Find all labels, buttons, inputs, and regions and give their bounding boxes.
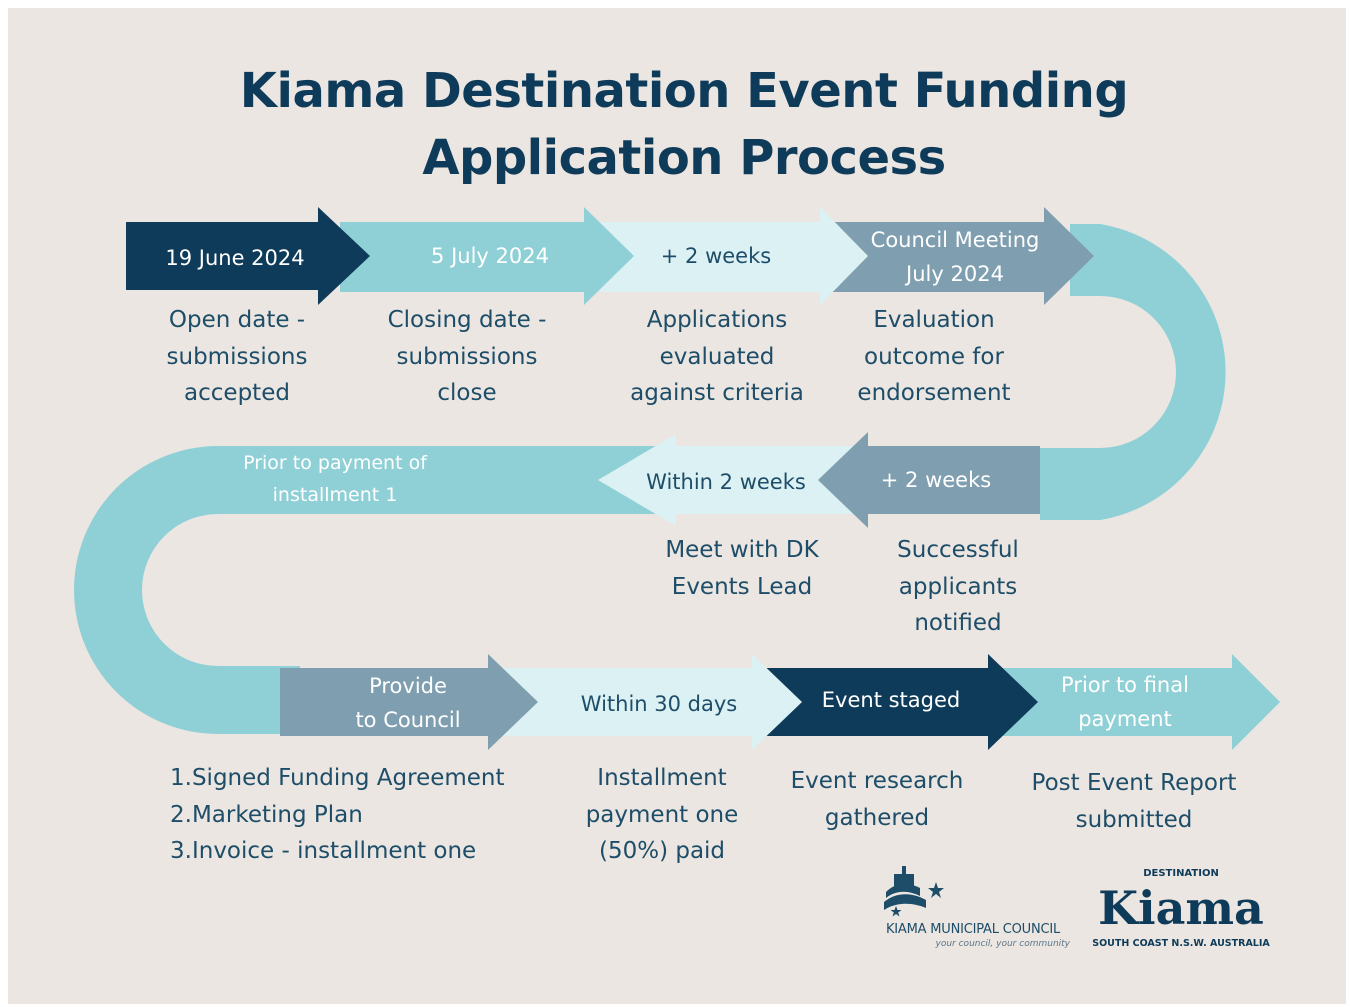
label-council-meeting: Council Meeting July 2024 [842,222,1068,292]
arrow-within-2-weeks [598,434,860,526]
label-prior-payment-1-line-1: Prior to payment of [243,452,427,474]
title-line-2: Application Process [422,130,946,186]
desc-applications-evaluated: Applications evaluated against criteria [610,302,824,412]
desc-successful-applicants: Successful applicants notified [858,532,1058,642]
desc-evaluation-line-3: endorsement [857,380,1011,406]
arrow-within-30-days [500,654,802,750]
desc-applications-line-2: evaluated [659,343,775,370]
arrow-provide-to-council [280,654,538,750]
list-item: 1.Signed Funding Agreement [170,765,505,791]
provide-to-council-list: 1.Signed Funding Agreement 2.Marketing P… [170,760,505,870]
label-plus-2-weeks: + 2 weeks [660,244,772,268]
label-19-june: 19 June 2024 [165,246,305,270]
arrow-plus-2-weeks [600,207,868,305]
desc-closing-date-line-2: submissions [396,343,538,370]
desc-post-event-report: Post Event Report submitted [1014,765,1254,838]
desc-event-research-line-1: Event research [790,768,964,794]
desc-open-date-line-1: Open date - [168,307,306,333]
label-council-meeting-line-1: Council Meeting [870,228,1040,252]
desc-evaluation-outcome: Evaluation outcome for endorsement [836,302,1032,412]
arrow-5-july [340,207,634,305]
dk-kiama-wordmark: Kiama [1098,881,1264,935]
arrow-prior-payment-1 [220,446,660,514]
kmc-tagline: your council, your community [935,939,1070,949]
desc-successful-line-1: Successful [897,537,1019,563]
desc-post-event-line-2: submitted [1075,806,1193,833]
desc-open-date-line-2: submissions [166,343,308,370]
desc-evaluation-line-1: Evaluation [873,307,995,333]
title-line-1: Kiama Destination Event Funding [239,63,1129,119]
label-provide-to-council: Provide to Council [310,670,506,736]
label-within-30-days: Within 30 days [580,692,738,716]
desc-closing-date-line-1: Closing date - [387,307,547,333]
arrow-event-staged [752,654,1038,750]
label-prior-payment-1-line-2: installment 1 [272,484,398,506]
label-5-july: 5 July 2024 [431,244,549,268]
desc-installment-line-3: (50%) paid [598,838,726,864]
desc-event-research-line-2: gathered [824,804,930,831]
desc-applications-line-3: against criteria [630,380,804,406]
label-within-2-weeks: Within 2 weeks [646,470,806,494]
kmc-name: KIAMA MUNICIPAL COUNCIL [885,922,1061,937]
desc-successful-line-2: applicants [898,573,1018,600]
desc-installment-paid: Installment payment one (50%) paid [560,760,764,870]
list-item: 2.Marketing Plan [170,801,363,828]
desc-meet-line-1: Meet with DK [665,537,819,563]
label-provide-line-1: Provide [369,674,447,698]
arrow-council-meeting [812,207,1094,305]
desc-evaluation-line-2: outcome for [864,343,1004,370]
desc-open-date: Open date - submissions accepted [136,302,338,412]
dk-destination-text: DESTINATION [1143,868,1219,879]
label-prior-final-line-2: payment [1078,707,1172,731]
desc-installment-line-2: payment one [585,801,739,828]
label-prior-final-payment: Prior to final payment [1020,668,1230,736]
desc-closing-date: Closing date - submissions close [366,302,568,412]
left-u-turn-band [74,446,480,734]
desc-applications-line-1: Applications [646,307,788,333]
council-crest-icon [884,866,944,917]
label-council-meeting-line-2: July 2024 [906,262,1004,286]
label-event-staged: Event staged [821,688,961,712]
label-prior-payment-1: Prior to payment of installment 1 [204,446,466,512]
list-item: 3.Invoice - installment one [170,838,477,864]
dk-location-text: SOUTH COAST N.S.W. AUSTRALIA [1092,938,1270,949]
arrow-19-june [126,207,370,305]
right-u-turn-band [1040,224,1226,520]
desc-closing-date-line-3: close [437,380,497,406]
label-row2-plus-2-weeks: + 2 weeks [880,468,992,492]
label-provide-line-2: to Council [355,708,461,732]
kiama-municipal-council-logo: KIAMA MUNICIPAL COUNCIL your council, yo… [868,862,1078,957]
desc-installment-line-1: Installment [597,765,727,791]
label-prior-final-line-1: Prior to final [1061,673,1189,697]
list-item-text: Marketing Plan [191,801,363,828]
desc-meet-line-2: Events Lead [671,573,813,600]
list-item-text: Invoice - installment one [191,838,477,864]
desc-event-research: Event research gathered [774,763,980,836]
desc-successful-line-3: notified [914,610,1002,636]
desc-open-date-line-3: accepted [184,380,290,406]
desc-meet-dk-events: Meet with DK Events Lead [640,532,844,605]
desc-post-event-line-1: Post Event Report [1031,770,1237,796]
list-item-text: Signed Funding Agreement [191,765,505,791]
destination-kiama-logo: DESTINATION Kiama SOUTH COAST N.S.W. AUS… [1085,866,1277,956]
page-title: Kiama Destination Event Funding Applicat… [0,58,1350,192]
arrow-row2-plus-2-weeks [818,432,1040,528]
arrow-prior-final-payment [990,654,1280,750]
